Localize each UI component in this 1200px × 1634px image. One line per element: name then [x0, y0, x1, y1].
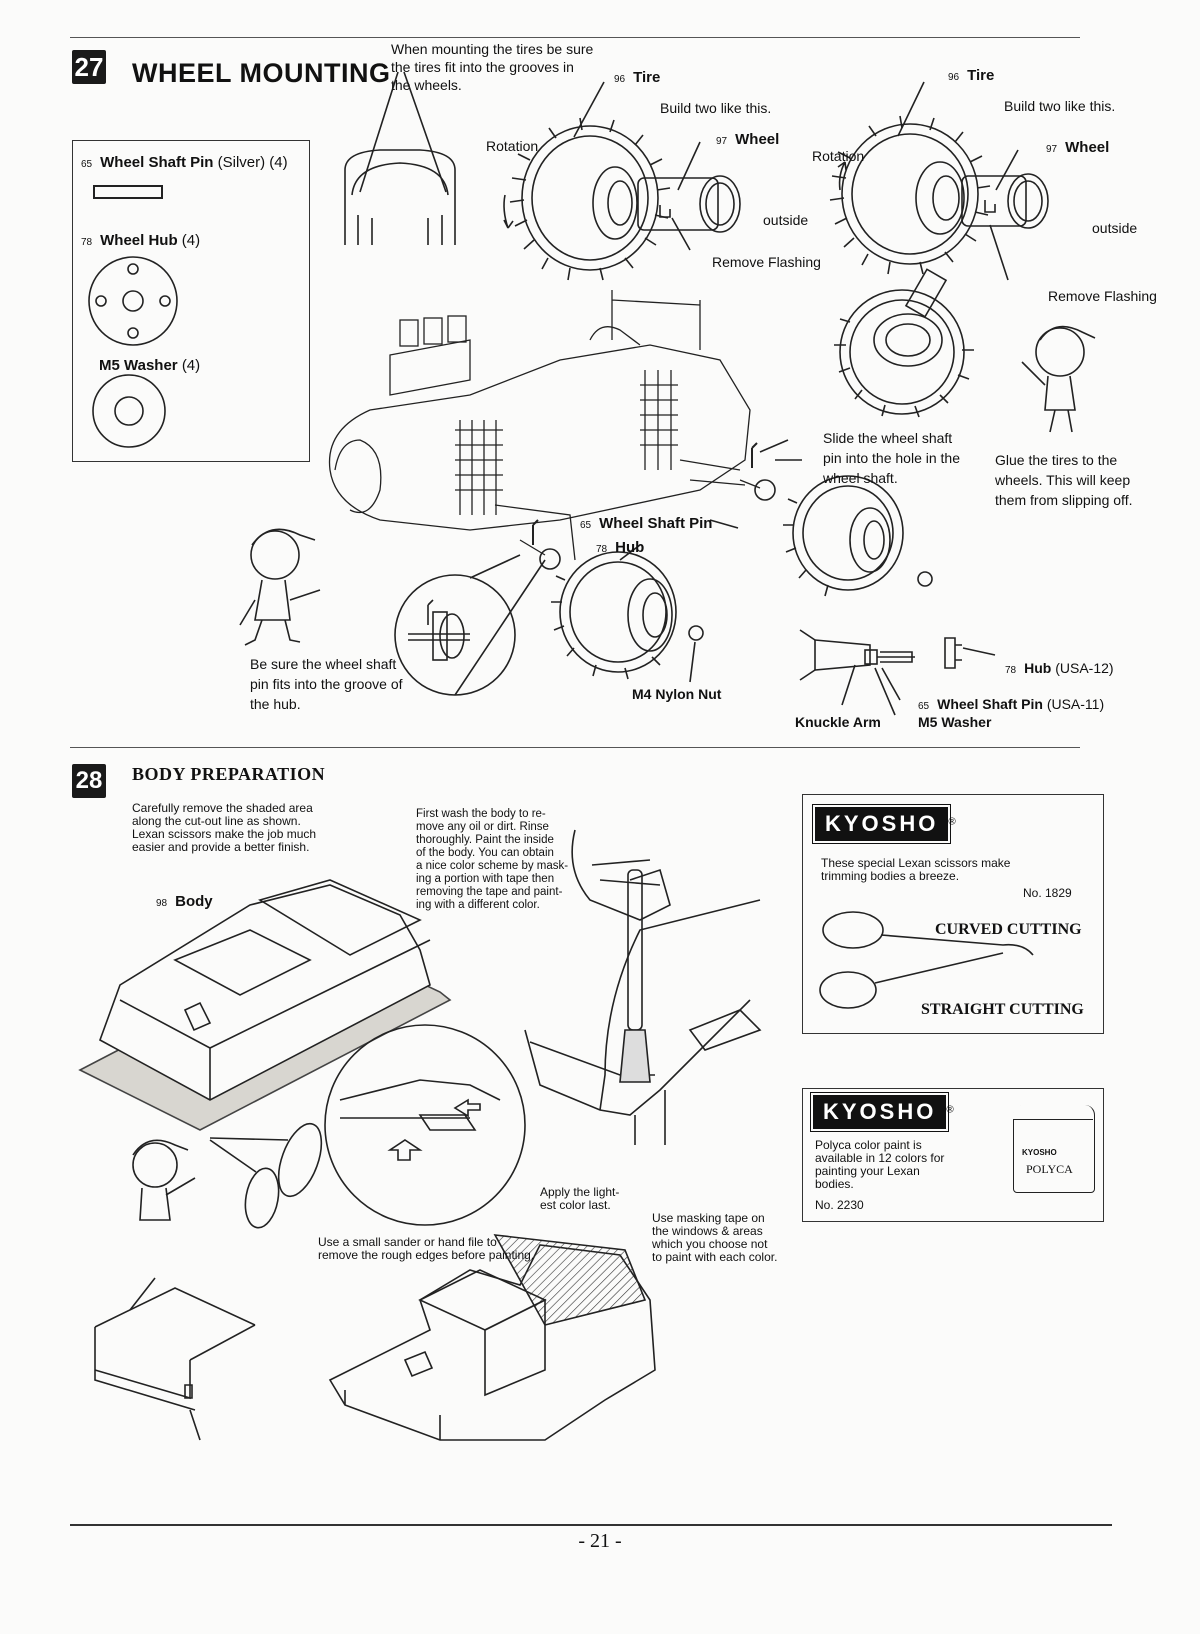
glue-tires-note: Glue the tires to the wheels. This will … — [995, 452, 1133, 508]
left-rotation-label: Rotation — [486, 138, 539, 154]
finished-body-drawing — [328, 1234, 656, 1441]
boy-mascot-drawing-2 — [1021, 325, 1096, 433]
remove-shaded-note: Carefully remove the shaded area along t… — [132, 801, 317, 854]
body-edge-detail-drawing — [94, 1277, 256, 1441]
step-27-number: 27 — [72, 50, 106, 84]
boy-mascot-drawing-3 — [132, 1139, 196, 1221]
scissors-cut-drawing — [209, 1122, 323, 1229]
lower-right-tire-drawing — [783, 475, 904, 597]
kyosho-scissors-ad: KYOSHO® These special Lexan scissors mak… — [802, 794, 1104, 1034]
step-28-title: BODY PREPARATION — [132, 764, 326, 784]
wash-body-note: First wash the body to re- move any oil … — [416, 808, 569, 911]
left-build-note: Build two like this. — [660, 100, 772, 116]
scissors-product-drawing — [819, 911, 1034, 1009]
groove-note: Be sure the wheel shaft pin fits into th… — [250, 656, 403, 712]
tire-cross-section — [344, 71, 456, 245]
left-outside-label: outside — [763, 212, 809, 228]
scissors-product-number: No. 1829 — [1023, 886, 1072, 900]
sanding-detail-drawing — [324, 1024, 526, 1226]
slide-pin-note: Slide the wheel shaft pin into the hole … — [823, 430, 960, 486]
left-remove-flashing-label: Remove Flashing — [712, 254, 821, 270]
m5-washer-label: M5 Washer — [918, 714, 992, 730]
truck-chassis-drawing — [328, 290, 761, 561]
straight-cutting-label: STRAIGHT CUTTING — [921, 1001, 1084, 1018]
left-wheel-drawing — [503, 81, 741, 281]
sander-note: Use a small sander or hand file to remov… — [318, 1235, 535, 1262]
glued-tire-drawing — [834, 268, 974, 418]
right-build-note: Build two like this. — [1004, 98, 1116, 114]
body-cutout-drawing — [78, 879, 452, 1131]
kyosho-logo: KYOSHO® — [811, 804, 956, 844]
kyosho-paint-ad: KYOSHO® Polyca color paint is available … — [802, 1088, 1104, 1222]
bottom-rule — [70, 1524, 1112, 1526]
right-rotation-label: Rotation — [812, 148, 865, 164]
right-wheel-drawing — [829, 81, 1049, 281]
page-number: - 21 - — [578, 1530, 622, 1552]
tire-groove-note: When mounting the tires be sure the tire… — [391, 41, 594, 93]
knuckle-arm-label: Knuckle Arm — [795, 714, 881, 730]
top-rule — [70, 37, 1080, 38]
shaft-pin-icon — [93, 185, 163, 199]
polyca-jar-icon: KYOSHO POLYCA — [1013, 1105, 1095, 1193]
kyosho-logo-2: KYOSHO® — [809, 1092, 954, 1132]
paint-product-number: No. 2230 — [815, 1198, 864, 1212]
paint-description: Polyca color paint is available in 12 co… — [815, 1138, 945, 1191]
hub-detail-magnifier — [394, 554, 546, 696]
step-28-number: 28 — [72, 764, 106, 798]
parts-item-m5-washer: M5 Washer (4) — [99, 357, 201, 374]
lightest-color-note: Apply the light- est color last. — [540, 1185, 620, 1212]
knuckle-arm-detail — [799, 629, 996, 716]
section-divider — [70, 747, 1080, 748]
masking-tape-note: Use masking tape on the windows & areas … — [652, 1211, 778, 1264]
lower-left-tire-drawing — [551, 551, 677, 680]
painting-body-drawing — [524, 829, 762, 1145]
right-remove-flashing-label: Remove Flashing — [1048, 288, 1157, 304]
boy-mascot-drawing — [239, 528, 321, 646]
hub-washer-icons — [88, 256, 178, 448]
step-27-title: WHEEL MOUNTING — [132, 58, 391, 88]
scissors-description: These special Lexan scissors make trimmi… — [821, 856, 1011, 883]
nylon-nut-label: M4 Nylon Nut — [632, 686, 722, 702]
right-outside-label: outside — [1092, 220, 1138, 236]
curved-cutting-label: CURVED CUTTING — [935, 921, 1082, 938]
